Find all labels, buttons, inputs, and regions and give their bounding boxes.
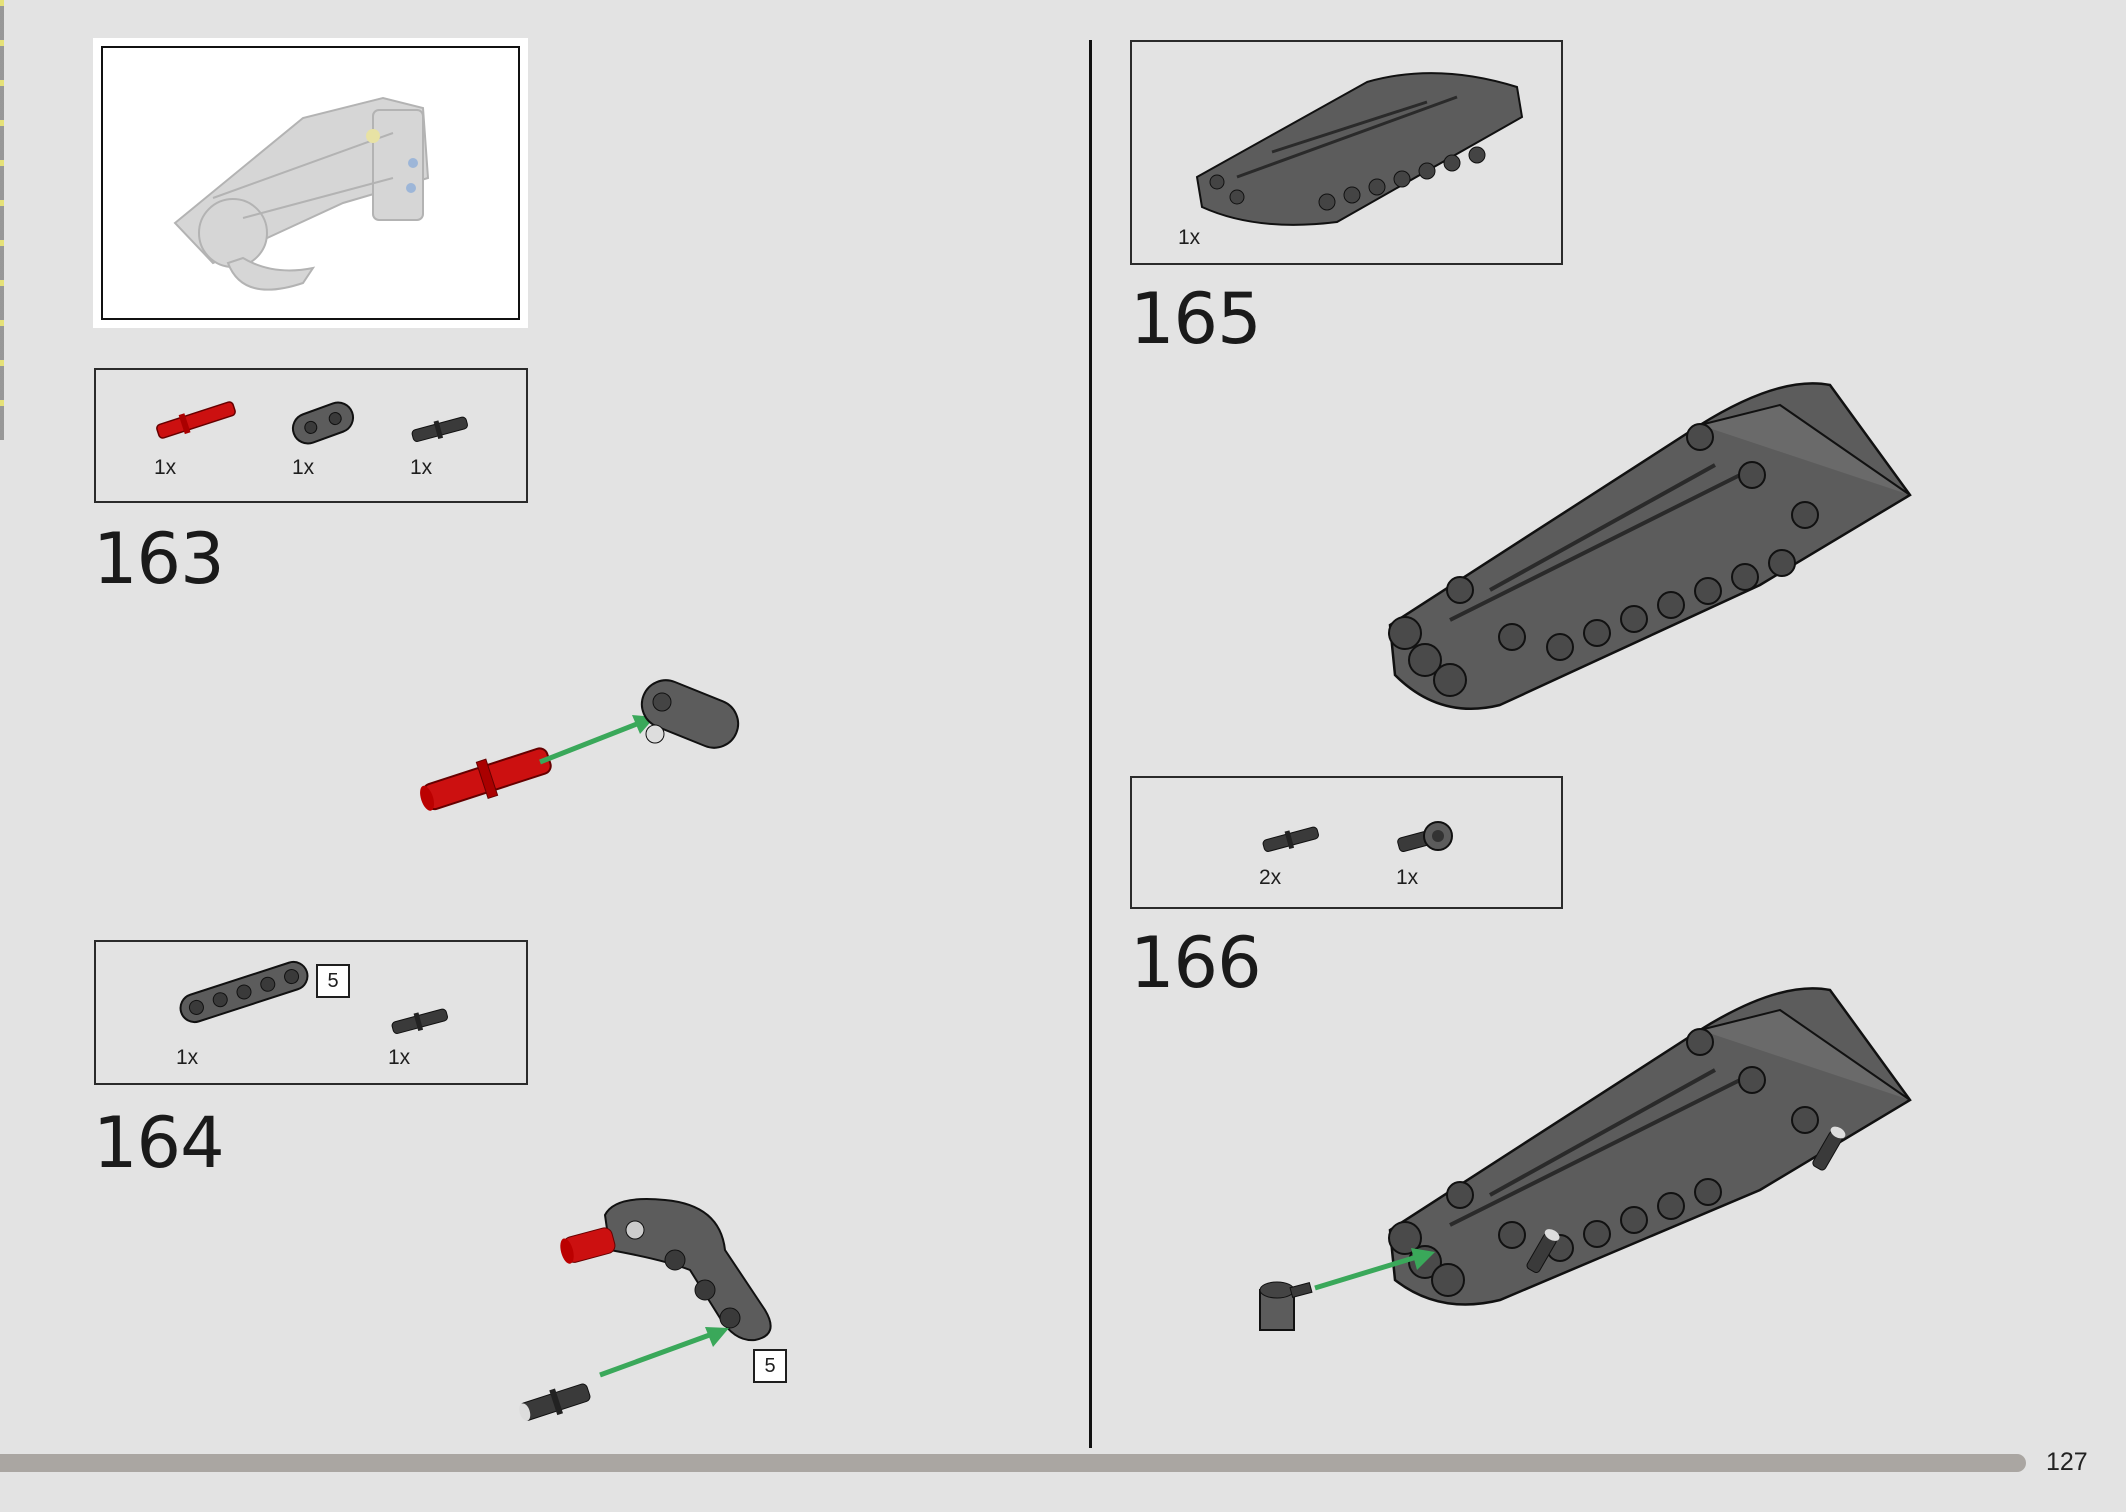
page-progress-bar [0, 1454, 2026, 1472]
page-divider [1089, 40, 1092, 1448]
assembly-arrow [539, 719, 643, 765]
parts-list-step-163: 1x 1x 1x [94, 368, 528, 503]
dark-gray-wing-panel-icon [1195, 72, 1524, 226]
parts-list-step-165: 1x [1130, 40, 1563, 265]
assembly-arrow [599, 1330, 716, 1378]
black-friction-pin-icon [391, 1008, 448, 1034]
part-qty: 1x [176, 1046, 199, 1069]
step-number: 163 [93, 518, 225, 600]
dark-gray-5-hole-beam-icon [179, 960, 309, 1024]
model-overview-frame [93, 38, 528, 328]
black-friction-pin-icon [411, 416, 468, 442]
red-axle-pin-icon [156, 401, 236, 439]
page-edge-tab [0, 0, 4, 440]
length-callout: 5 [753, 1349, 787, 1383]
part-qty: 1x [154, 456, 177, 479]
part-qty: 1x [292, 456, 315, 479]
assembly-arrow [1314, 1253, 1421, 1291]
length-indicator: 5 [316, 964, 350, 998]
parts-list-step-164: 5 1x 1x [94, 940, 528, 1085]
part-qty: 1x [1178, 226, 1201, 249]
step-number: 165 [1130, 278, 1262, 360]
part-qty: 2x [1259, 866, 1282, 889]
part-qty: 1x [410, 456, 433, 479]
dark-gray-2-hole-beam-icon [291, 401, 355, 445]
step-166-assembly [1259, 987, 1912, 1331]
part-qty: 1x [388, 1046, 411, 1069]
page-number: 127 [2046, 1448, 2088, 1476]
step-165-assembly [1388, 382, 1912, 710]
step-number: 164 [93, 1102, 225, 1184]
step-163-assembly [420, 679, 740, 811]
step-164-assembly [519, 1198, 772, 1421]
model-overview-image [173, 96, 430, 291]
dark-gray-axle-connector-icon [1397, 821, 1453, 853]
step-number: 166 [1130, 922, 1262, 1004]
black-friction-pin-icon [1262, 826, 1319, 852]
part-qty: 1x [1396, 866, 1419, 889]
parts-list-step-166: 2x 1x [1130, 776, 1563, 909]
